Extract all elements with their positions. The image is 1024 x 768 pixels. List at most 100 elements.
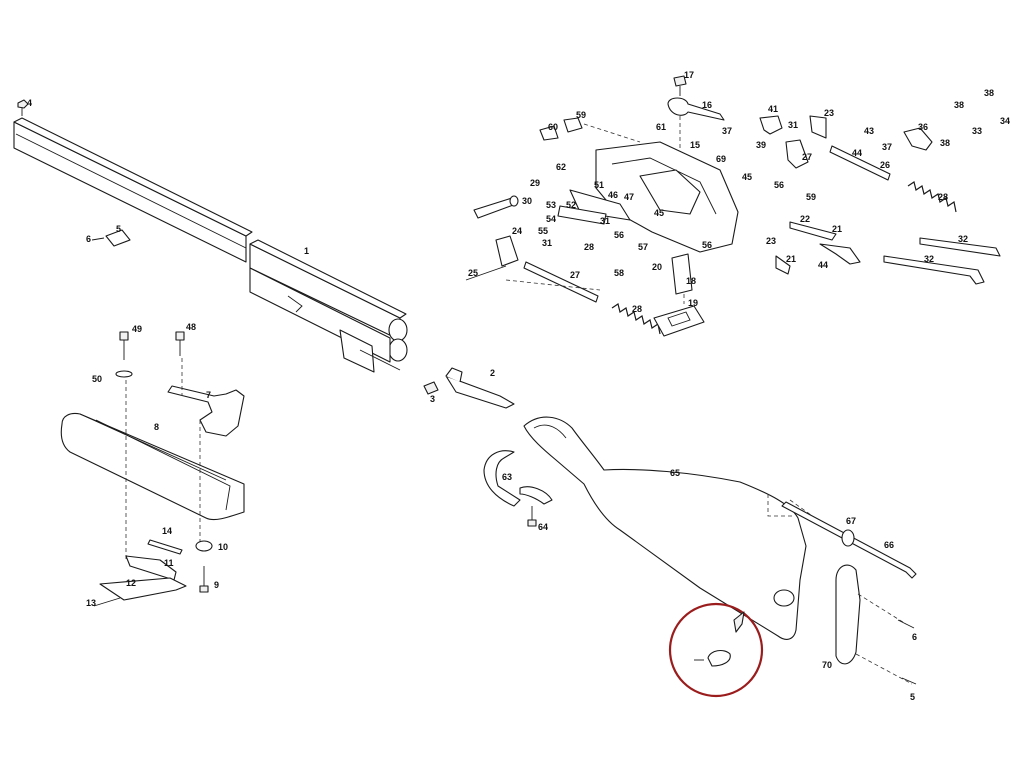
label-53: 55 bbox=[538, 226, 548, 236]
part-24 bbox=[809, 115, 827, 139]
label-35: 41 bbox=[768, 104, 778, 114]
label-38c: 38 bbox=[940, 138, 950, 148]
part-58a bbox=[563, 117, 583, 133]
label-33: 32 bbox=[958, 234, 968, 244]
screw-9 bbox=[199, 566, 209, 593]
label-60: 63 bbox=[502, 472, 512, 482]
label-42: 44 bbox=[852, 148, 862, 158]
label-50: 52 bbox=[566, 200, 576, 210]
label-19: 19 bbox=[688, 298, 698, 308]
action-assembly bbox=[557, 141, 739, 253]
label-56a: 56 bbox=[614, 230, 624, 240]
label-5-top: 5 bbox=[116, 224, 121, 234]
label-52: 54 bbox=[546, 214, 556, 224]
part-58b bbox=[539, 125, 559, 141]
label-22: 21 bbox=[832, 224, 842, 234]
label-13: 13 bbox=[86, 598, 96, 608]
spring-28-right bbox=[907, 181, 957, 213]
label-4: 4 bbox=[27, 98, 32, 108]
top-lever-16 bbox=[667, 97, 725, 121]
label-25: 24 bbox=[512, 226, 522, 236]
sling-swivel-callout bbox=[668, 602, 764, 698]
screw-4 bbox=[17, 99, 29, 116]
lever-12 bbox=[99, 577, 187, 601]
label-68: 5 bbox=[910, 692, 915, 702]
screw-61 bbox=[527, 506, 537, 527]
label-40: 39 bbox=[756, 140, 766, 150]
part-25 bbox=[495, 235, 519, 267]
label-17: 17 bbox=[684, 70, 694, 80]
label-45b: 47 bbox=[624, 192, 634, 202]
callout-labels: 4 1 5 6 2 3 49 48 50 7 8 14 10 11 12 9 1… bbox=[27, 70, 1010, 702]
sear-29 bbox=[785, 139, 809, 169]
label-67: 6 bbox=[912, 632, 917, 642]
label-20: 20 bbox=[652, 262, 662, 272]
pin-6-top bbox=[91, 237, 105, 241]
label-63: 66 bbox=[884, 540, 894, 550]
plate-19 bbox=[653, 305, 705, 337]
rod-70 bbox=[473, 195, 519, 219]
screw-68 bbox=[901, 677, 917, 685]
rod-27-bottom bbox=[523, 261, 599, 303]
label-28-right: 28 bbox=[938, 192, 948, 202]
stock-62 bbox=[523, 416, 807, 640]
barrel-assembly bbox=[13, 117, 408, 373]
screw-67 bbox=[897, 619, 915, 629]
label-47: 49 bbox=[132, 324, 142, 334]
rod-33 bbox=[919, 237, 1001, 257]
part-36 bbox=[903, 127, 933, 151]
label-66: 70 bbox=[822, 660, 832, 670]
label-34: 32 bbox=[924, 254, 934, 264]
screw-3 bbox=[423, 381, 439, 395]
label-39a: 38 bbox=[954, 100, 964, 110]
label-61: 64 bbox=[538, 522, 548, 532]
label-57a: 58 bbox=[614, 268, 624, 278]
label-24: 23 bbox=[824, 108, 834, 118]
iron-7 bbox=[167, 385, 245, 437]
label-45a: 46 bbox=[608, 190, 618, 200]
label-49: 51 bbox=[594, 180, 604, 190]
pin-13 bbox=[93, 597, 121, 607]
label-3: 3 bbox=[430, 394, 435, 404]
label-23b: 23 bbox=[766, 236, 776, 246]
label-16: 16 bbox=[702, 100, 712, 110]
label-8: 8 bbox=[154, 422, 159, 432]
label-38b: 37 bbox=[882, 142, 892, 152]
label-37b: 34 bbox=[1000, 116, 1010, 126]
label-2: 2 bbox=[490, 368, 495, 378]
screw-17 bbox=[673, 75, 687, 96]
label-44b: 45 bbox=[742, 172, 752, 182]
label-9: 9 bbox=[214, 580, 219, 590]
label-44a: 45 bbox=[654, 208, 664, 218]
label-51: 53 bbox=[546, 200, 556, 210]
label-39b: 38 bbox=[984, 88, 994, 98]
spring-28-bottom bbox=[611, 303, 661, 335]
hammer-35 bbox=[759, 115, 783, 135]
label-15: 15 bbox=[690, 140, 700, 150]
label-31a: 29 bbox=[530, 178, 540, 188]
grip-cap-60 bbox=[483, 450, 553, 507]
part-18 bbox=[671, 253, 693, 295]
washer-64 bbox=[841, 529, 855, 547]
label-58b: 60 bbox=[548, 122, 558, 132]
screw-46 bbox=[175, 331, 185, 356]
label-65: 69 bbox=[716, 154, 726, 164]
pin-14 bbox=[147, 539, 183, 555]
label-43: 44 bbox=[818, 260, 828, 270]
label-31b: 30 bbox=[522, 196, 532, 206]
part-21 bbox=[775, 255, 791, 275]
forend-8 bbox=[60, 412, 245, 521]
bushing-10 bbox=[195, 540, 213, 552]
label-37a: 33 bbox=[972, 126, 982, 136]
label-27-right: 26 bbox=[880, 160, 890, 170]
label-58a: 59 bbox=[576, 110, 586, 120]
label-26: 25 bbox=[468, 268, 478, 278]
label-36: 36 bbox=[918, 122, 928, 132]
label-11: 11 bbox=[164, 558, 174, 568]
label-31c: 31 bbox=[542, 238, 552, 248]
label-6-top: 6 bbox=[86, 234, 91, 244]
label-48: 50 bbox=[92, 374, 102, 384]
label-55: 56 bbox=[702, 240, 712, 250]
label-1: 1 bbox=[304, 246, 309, 256]
